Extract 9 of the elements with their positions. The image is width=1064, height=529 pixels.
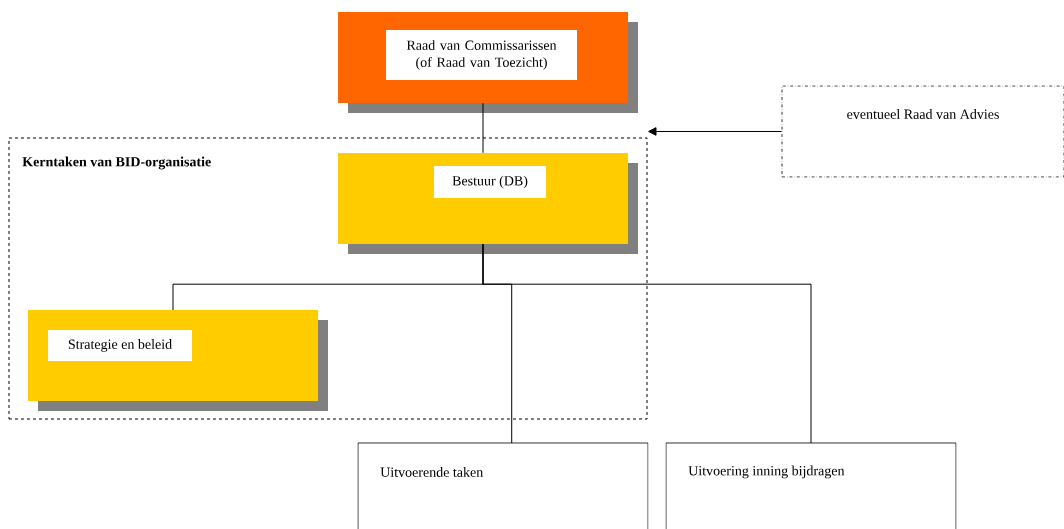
connector: [648, 127, 783, 136]
connector: [482, 243, 812, 444]
task-box: Uitvoering inning bijdragen: [665, 442, 957, 529]
connector: [482, 102, 484, 154]
org-box: Bestuur (DB): [338, 153, 638, 254]
task-box: Uitvoerende taken: [357, 442, 649, 529]
org-box: Raad van Commissarissen (of Raad van Toezicht): [338, 12, 638, 113]
advisory-box: eventueel Raad van Advies: [781, 85, 1064, 178]
org-box: Strategie en beleid: [28, 310, 328, 411]
